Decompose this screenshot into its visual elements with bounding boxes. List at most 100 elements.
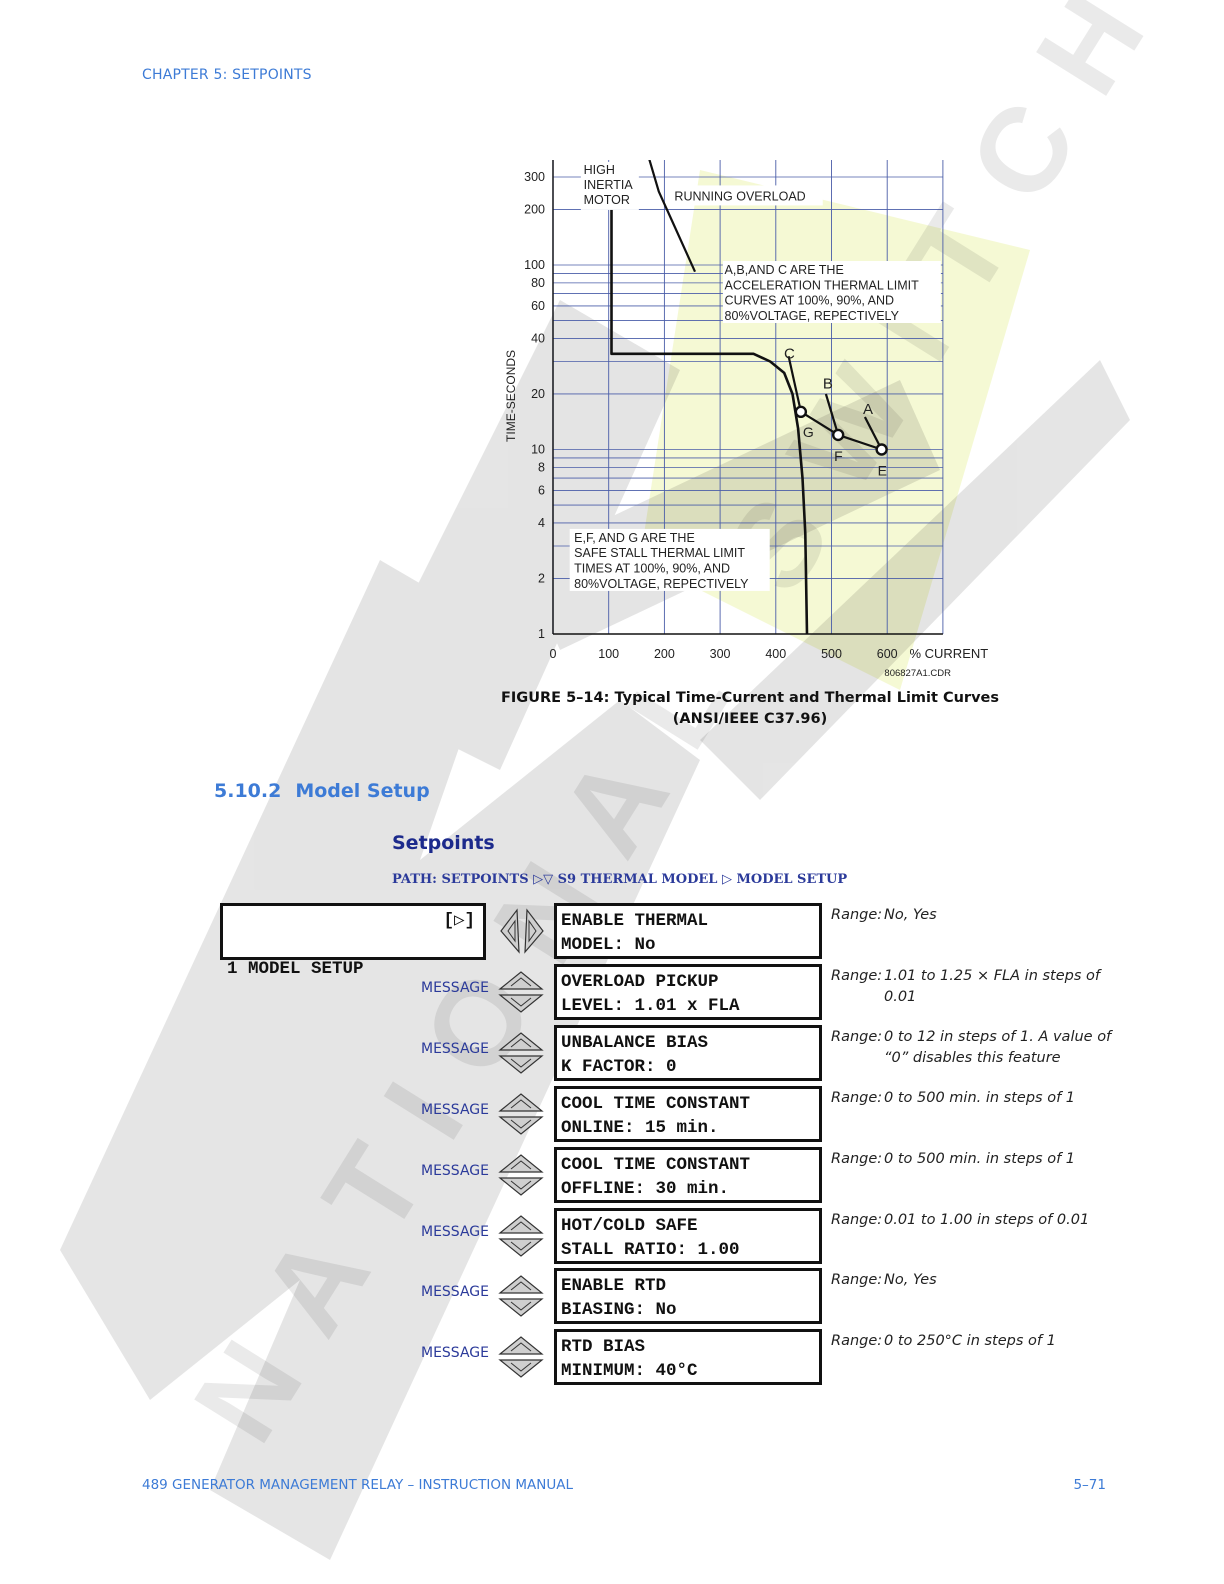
setpoints-title: Setpoints xyxy=(392,832,495,854)
acceleration-note: 80%VOLTAGE, REPECTIVELY xyxy=(725,309,900,323)
setpoint-display-line-2: ONLINE: 15 min. xyxy=(561,1118,719,1138)
x-tick-label: 600 xyxy=(877,647,898,661)
range-text: Range:0 to 250°C in steps of 1 xyxy=(831,1331,1121,1352)
acceleration-note: CURVES AT 100%, 90%, AND xyxy=(725,294,895,308)
high-inertia-label: INERTIA xyxy=(584,178,634,192)
message-label: MESSAGE xyxy=(421,1102,489,1118)
main-display: 1 MODEL SETUP [▷] xyxy=(220,903,486,979)
range-text: Range:0 to 500 min. in steps of 1 xyxy=(831,1149,1121,1170)
range-label: Range: xyxy=(831,1212,883,1228)
annotation-background xyxy=(569,528,770,591)
setpoint-display: UNBALANCE BIAS K FACTOR: 0 xyxy=(554,1025,822,1081)
setpoint-display-line-1: COOL TIME CONSTANT xyxy=(561,1094,751,1114)
range-label: Range: xyxy=(831,907,883,923)
range-value-continued: “0” disables this feature xyxy=(884,1050,1061,1066)
high-inertia-label: HIGH xyxy=(584,163,615,177)
y-tick-label: 60 xyxy=(531,299,545,313)
up-down-keys-icon[interactable] xyxy=(497,1089,545,1139)
footer-page-number: 5–71 xyxy=(1073,1477,1106,1493)
y-axis-label: TIME-SECONDS xyxy=(504,350,518,442)
up-down-keys-icon[interactable] xyxy=(497,967,545,1017)
setpoint-display-line-2: BIASING: No xyxy=(561,1300,677,1320)
stall-point-marker xyxy=(794,405,808,419)
range-value: No, Yes xyxy=(884,1272,937,1288)
annotation-background xyxy=(580,161,639,210)
y-tick-label: 10 xyxy=(531,443,545,457)
acceleration-note: A,B,AND C ARE THE xyxy=(725,263,844,277)
y-tick-label: 100 xyxy=(524,258,545,272)
setpoints-path: PATH: SETPOINTS ▷▽ S9 THERMAL MODEL ▷ MO… xyxy=(392,872,848,887)
range-value: No, Yes xyxy=(884,907,937,923)
range-text: Range:No, Yes xyxy=(831,1270,1121,1291)
range-label: Range: xyxy=(831,1333,883,1349)
marker-label-g: G xyxy=(803,424,814,440)
y-tick-label: 300 xyxy=(524,170,545,184)
stall-point-marker xyxy=(875,443,888,456)
up-down-keys-icon[interactable] xyxy=(497,1332,545,1382)
setpoint-display-line-1: ENABLE THERMAL xyxy=(561,911,709,931)
message-label: MESSAGE xyxy=(421,1041,489,1057)
safe-stall-note: SAFE STALL THERMAL LIMIT xyxy=(574,546,745,560)
y-tick-labels: 124681020406080100200300400 xyxy=(524,160,545,641)
curve-label: C xyxy=(784,345,795,362)
safe-stall-note: 80%VOLTAGE, REPECTIVELY xyxy=(574,577,749,591)
up-down-keys-icon[interactable] xyxy=(497,1150,545,1200)
up-down-keys-icon[interactable] xyxy=(497,1271,545,1321)
setpoint-display-line-1: UNBALANCE BIAS xyxy=(561,1033,709,1053)
setpoint-display-line-1: OVERLOAD PICKUP xyxy=(561,972,719,992)
setpoint-display-line-2: K FACTOR: 0 xyxy=(561,1057,677,1077)
range-value-continued: 0.01 xyxy=(884,989,917,1005)
message-label: MESSAGE xyxy=(421,1345,489,1361)
caption-line-1: FIGURE 5–14: Typical Time-Current and Th… xyxy=(501,690,999,706)
section-number: 5.10.2 xyxy=(214,780,282,802)
y-tick-label: 80 xyxy=(531,276,545,290)
range-label: Range: xyxy=(831,1272,883,1288)
caption-line-2: (ANSI/IEEE C37.96) xyxy=(672,711,828,727)
setpoint-display-line-1: HOT/COLD SAFE xyxy=(561,1216,698,1236)
curve-line xyxy=(648,160,697,273)
curve-line xyxy=(824,393,840,436)
high-inertia-label: MOTOR xyxy=(584,193,630,207)
range-value: 0 to 12 in steps of 1. A value of xyxy=(884,1029,1112,1045)
annotation-background xyxy=(672,185,823,206)
message-label: MESSAGE xyxy=(421,1284,489,1300)
range-label: Range: xyxy=(831,1090,883,1106)
up-down-keys-icon[interactable] xyxy=(497,1211,545,1261)
range-value: 1.01 to 1.25 × FLA in steps of xyxy=(884,968,1100,984)
y-tick-label: 2 xyxy=(538,571,545,585)
range-value: 0 to 500 min. in steps of 1 xyxy=(884,1090,1076,1106)
setpoint-display-line-2: OFFLINE: 30 min. xyxy=(561,1179,730,1199)
left-right-keys-icon[interactable] xyxy=(497,906,547,956)
safe-stall-note: E,F, AND G ARE THE xyxy=(574,531,695,545)
setpoint-display-line-2: LEVEL: 1.01 x FLA xyxy=(561,996,740,1016)
safe-stall-note: TIMES AT 100%, 90%, AND xyxy=(574,562,730,576)
marker-label-e: E xyxy=(878,463,887,479)
y-tick-label: 4 xyxy=(538,516,545,530)
y-tick-label: 1 xyxy=(538,627,545,641)
curve-line xyxy=(787,356,802,413)
up-down-keys-icon[interactable] xyxy=(497,1028,545,1078)
curve-label: B xyxy=(823,375,833,392)
setpoint-display-line-2: STALL RATIO: 1.00 xyxy=(561,1240,740,1260)
annotation-background xyxy=(722,261,941,323)
curve-line xyxy=(610,198,809,635)
setpoint-display-line-1: COOL TIME CONSTANT xyxy=(561,1155,751,1175)
x-tick-label: 500 xyxy=(821,647,842,661)
figure-caption: FIGURE 5–14: Typical Time-Current and Th… xyxy=(470,688,1030,730)
range-value: 0 to 250°C in steps of 1 xyxy=(884,1333,1056,1349)
footer-manual: 489 GENERATOR MANAGEMENT RELAY – INSTRUC… xyxy=(142,1477,573,1493)
y-tick-label: 6 xyxy=(538,483,545,497)
setpoint-display-line-2: MINIMUM: 40°C xyxy=(561,1361,698,1381)
range-text: Range:No, Yes xyxy=(831,905,1121,926)
x-tick-label: 300 xyxy=(710,647,731,661)
x-tick-label: 400 xyxy=(765,647,786,661)
file-code: 806827A1.CDR xyxy=(884,668,951,679)
setpoint-display: COOL TIME CONSTANT ONLINE: 15 min. xyxy=(554,1086,822,1142)
